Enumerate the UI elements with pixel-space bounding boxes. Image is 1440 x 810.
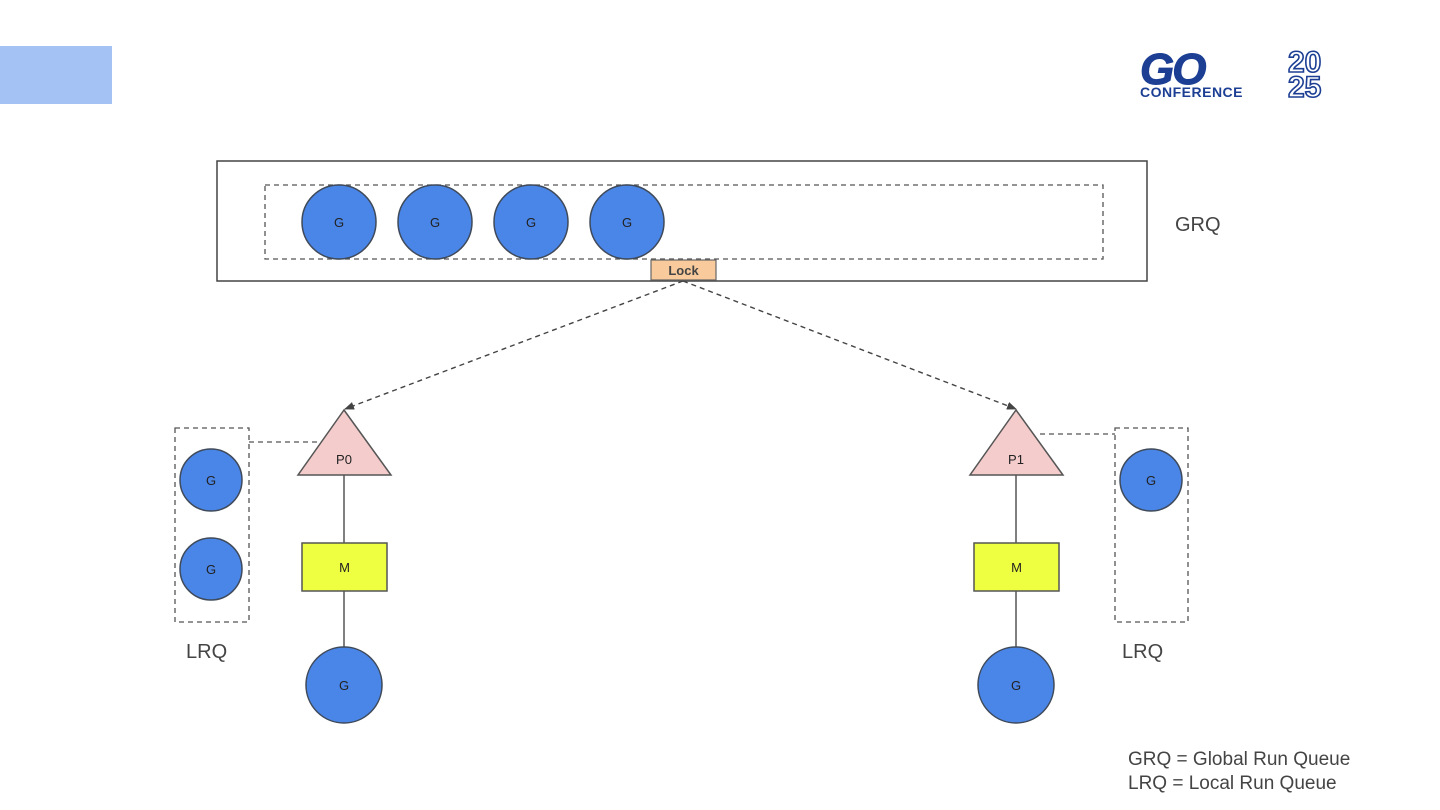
lrq-right-goroutine (1119, 448, 1183, 512)
go-conference-logo: GO CONFERENCE 20 25 (1140, 45, 1323, 101)
running-goroutine-right (977, 646, 1055, 724)
grq-goroutine-label: G (430, 215, 440, 230)
machine-right (973, 542, 1060, 592)
running-goroutine-right-label: G (1011, 678, 1021, 693)
grq-queue (264, 184, 1104, 260)
lrq-right-goroutines: G (1119, 448, 1183, 512)
lrq-left-goroutine-label: G (206, 473, 216, 488)
lrq-left-goroutine (179, 448, 243, 512)
running-goroutine-left-label: G (339, 678, 349, 693)
processor-p0 (296, 408, 393, 476)
dispatch-arrow-p0 (344, 280, 684, 410)
processor-p0-label: P0 (336, 452, 352, 467)
machine-left (301, 542, 388, 592)
lrq-right (1114, 427, 1189, 623)
lrq-right-goroutine-label: G (1146, 473, 1156, 488)
grq-goroutine (493, 184, 569, 260)
lrq-left-goroutine (179, 537, 243, 601)
legend-line-grq: GRQ = Global Run Queue (1128, 749, 1351, 770)
machine-left-label: M (339, 560, 350, 575)
logo-year-top: 20 (1288, 46, 1321, 79)
legend-line-lrq: LRQ = Local Run Queue (1128, 773, 1337, 794)
grq-goroutine-label: G (526, 215, 536, 230)
dispatch-arrow-p1 (682, 280, 1017, 410)
logo-subtitle: CONFERENCE (1140, 84, 1243, 100)
grq-goroutine-label: G (622, 215, 632, 230)
grq-goroutine (589, 184, 665, 260)
lrq-right-label: LRQ (1122, 641, 1164, 663)
grq-goroutine (397, 184, 473, 260)
logo-year-bottom: 25 (1288, 71, 1321, 100)
processor-p1-label: P1 (1008, 452, 1024, 467)
running-goroutine-left (305, 646, 383, 724)
processor-p1 (968, 408, 1065, 476)
machine-right-label: M (1011, 560, 1022, 575)
lock-label: Lock (668, 263, 699, 278)
logo-word: GO (1140, 45, 1206, 94)
lock-box (650, 259, 717, 281)
lrq-left-label: LRQ (186, 641, 228, 663)
lrq-left (174, 427, 250, 623)
lrq-left-goroutine-label: G (206, 562, 216, 577)
legend: GRQ = Global Run Queue LRQ = Local Run Q… (1128, 748, 1350, 796)
corner-accent-block (0, 46, 112, 104)
grq-goroutine (301, 184, 377, 260)
grq-label: GRQ (1175, 214, 1221, 236)
lrq-left-goroutines: GG (179, 448, 243, 601)
grq-goroutine-label: G (334, 215, 344, 230)
